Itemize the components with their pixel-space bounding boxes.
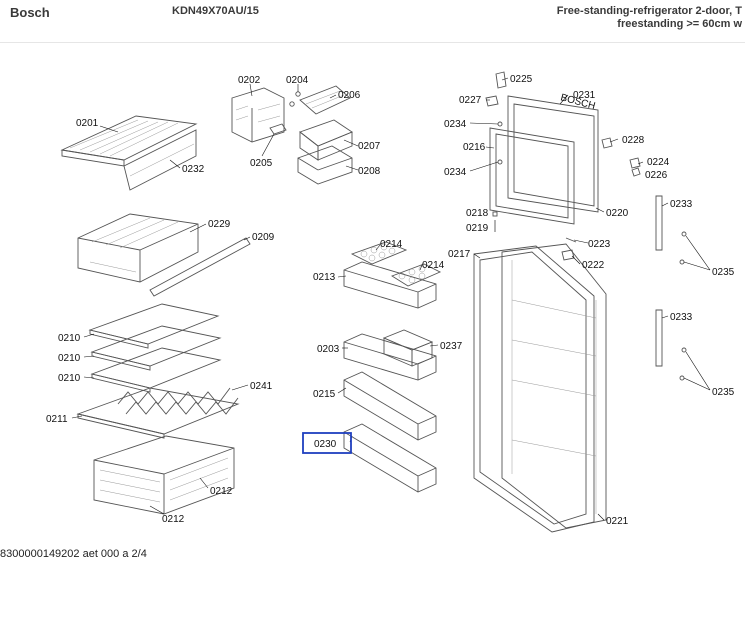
- page-header: Bosch KDN49X70AU/15 Free-standing-refrig…: [0, 0, 745, 43]
- label-0210-a[interactable]: 0210: [58, 333, 81, 344]
- label-0223[interactable]: 0223: [588, 239, 611, 250]
- label-0235-a[interactable]: 0235: [712, 267, 735, 278]
- part-0210-glass-shelf-1: [88, 303, 220, 349]
- label-0216[interactable]: 0216: [463, 142, 486, 153]
- label-0212-a[interactable]: 0212: [210, 486, 233, 497]
- model-number: KDN49X70AU/15: [172, 5, 259, 17]
- label-0211[interactable]: 0211: [46, 414, 68, 425]
- appliance-description: Free-standing-refrigerator 2-door, T fre…: [520, 5, 742, 31]
- label-0225[interactable]: 0225: [510, 74, 533, 85]
- label-0228[interactable]: 0228: [622, 135, 645, 146]
- part-0224-cap: [629, 157, 641, 177]
- part-0233-handle-lower: [655, 309, 663, 367]
- part-0207-ice-box: [299, 119, 353, 161]
- appliance-description-line1: Free-standing-refrigerator 2-door, T: [556, 5, 742, 17]
- label-0210-b[interactable]: 0210: [58, 353, 81, 364]
- leader-lines: [71, 77, 711, 521]
- label-0231[interactable]: 0231: [573, 90, 596, 101]
- part-0230-door-shelf: [343, 423, 437, 493]
- label-0214-b[interactable]: 0214: [422, 260, 445, 271]
- label-0217[interactable]: 0217: [448, 249, 471, 260]
- label-0241[interactable]: 0241: [250, 381, 273, 392]
- label-0214-a[interactable]: 0214: [380, 239, 403, 250]
- part-0213-door-shelf: [343, 261, 437, 309]
- label-0233-a[interactable]: 0233: [670, 199, 693, 210]
- selected-part-highlight: [302, 432, 352, 454]
- label-0210-c[interactable]: 0210: [58, 373, 81, 384]
- appliance-description-line2: freestanding >= 60cm w: [617, 18, 742, 30]
- part-0212-crisper-drawer: [93, 435, 235, 515]
- label-0215[interactable]: 0215: [313, 389, 336, 400]
- part-0210-glass-shelf-2: [90, 325, 222, 371]
- label-0204[interactable]: 0204: [286, 75, 309, 86]
- label-0222[interactable]: 0222: [582, 260, 605, 271]
- part-0211-glass-shelf: [76, 387, 240, 439]
- part-0228-cap: [601, 137, 613, 149]
- label-0202[interactable]: 0202: [238, 75, 261, 86]
- part-0203-door-shelf: [343, 333, 437, 381]
- label-0234-b[interactable]: 0234: [444, 167, 467, 178]
- part-0233-handle-upper: [655, 195, 663, 251]
- part-0215-door-shelf: [343, 371, 437, 441]
- part-0216-freezer-door-gasket: [489, 127, 575, 225]
- part-0231-freezer-door: BOSCH: [507, 92, 599, 213]
- label-0220[interactable]: 0220: [606, 208, 629, 219]
- label-0221[interactable]: 0221: [606, 516, 629, 527]
- part-0217-fridge-door-gasket: [473, 245, 595, 533]
- part-0232-front-strip: [123, 129, 197, 191]
- label-0209[interactable]: 0209: [252, 232, 275, 243]
- label-0230[interactable]: 0230: [314, 439, 337, 450]
- label-0208[interactable]: 0208: [358, 166, 381, 177]
- label-0234-a[interactable]: 0234: [444, 119, 467, 130]
- part-0234-screw: [497, 121, 503, 165]
- part-labels: 0201 0232 0202 0204 0206 0207 0205 0208 …: [46, 74, 735, 527]
- part-0229-wire-basket: [77, 213, 199, 283]
- part-0210-glass-shelf-3: [90, 347, 222, 393]
- label-0226[interactable]: 0226: [645, 170, 668, 181]
- part-0218-0219-pin: [492, 211, 498, 232]
- part-0235-screws: [679, 231, 687, 381]
- part-0214-egg-tray-lower: [390, 263, 442, 287]
- label-0233-b[interactable]: 0233: [670, 312, 693, 323]
- label-0212-b[interactable]: 0212: [162, 514, 185, 525]
- part-0204-pin: [289, 91, 301, 107]
- label-0224[interactable]: 0224: [647, 157, 670, 168]
- document-reference: 8300000149202 aet 000 a 2/4: [0, 548, 147, 560]
- label-0229[interactable]: 0229: [208, 219, 231, 230]
- label-0201[interactable]: 0201: [76, 118, 99, 129]
- label-0205[interactable]: 0205: [250, 158, 273, 169]
- part-0221-fridge-door: [501, 243, 607, 529]
- part-0241-bottle-rack: [117, 387, 239, 415]
- label-0218[interactable]: 0218: [466, 208, 489, 219]
- label-0213[interactable]: 0213: [313, 272, 336, 283]
- label-0227[interactable]: 0227: [459, 95, 482, 106]
- part-0208-ice-container: [297, 145, 353, 185]
- part-0202-holder: [231, 87, 285, 143]
- part-0214-egg-tray-upper: [350, 241, 408, 265]
- label-0235-b[interactable]: 0235: [712, 387, 735, 398]
- part-0225-hinge: [495, 71, 507, 89]
- label-0232[interactable]: 0232: [182, 164, 205, 175]
- part-0223-screw: [565, 237, 577, 243]
- part-0206-ice-tray: [299, 85, 351, 115]
- label-0206[interactable]: 0206: [338, 90, 361, 101]
- brand-name: Bosch: [10, 5, 50, 20]
- part-0205-clip: [269, 123, 287, 135]
- label-0203[interactable]: 0203: [317, 344, 340, 355]
- label-0219[interactable]: 0219: [466, 223, 489, 234]
- part-0209-guide-rail: [149, 237, 251, 297]
- label-0207[interactable]: 0207: [358, 141, 381, 152]
- label-0237[interactable]: 0237: [440, 341, 463, 352]
- part-0227-cap: [485, 95, 499, 107]
